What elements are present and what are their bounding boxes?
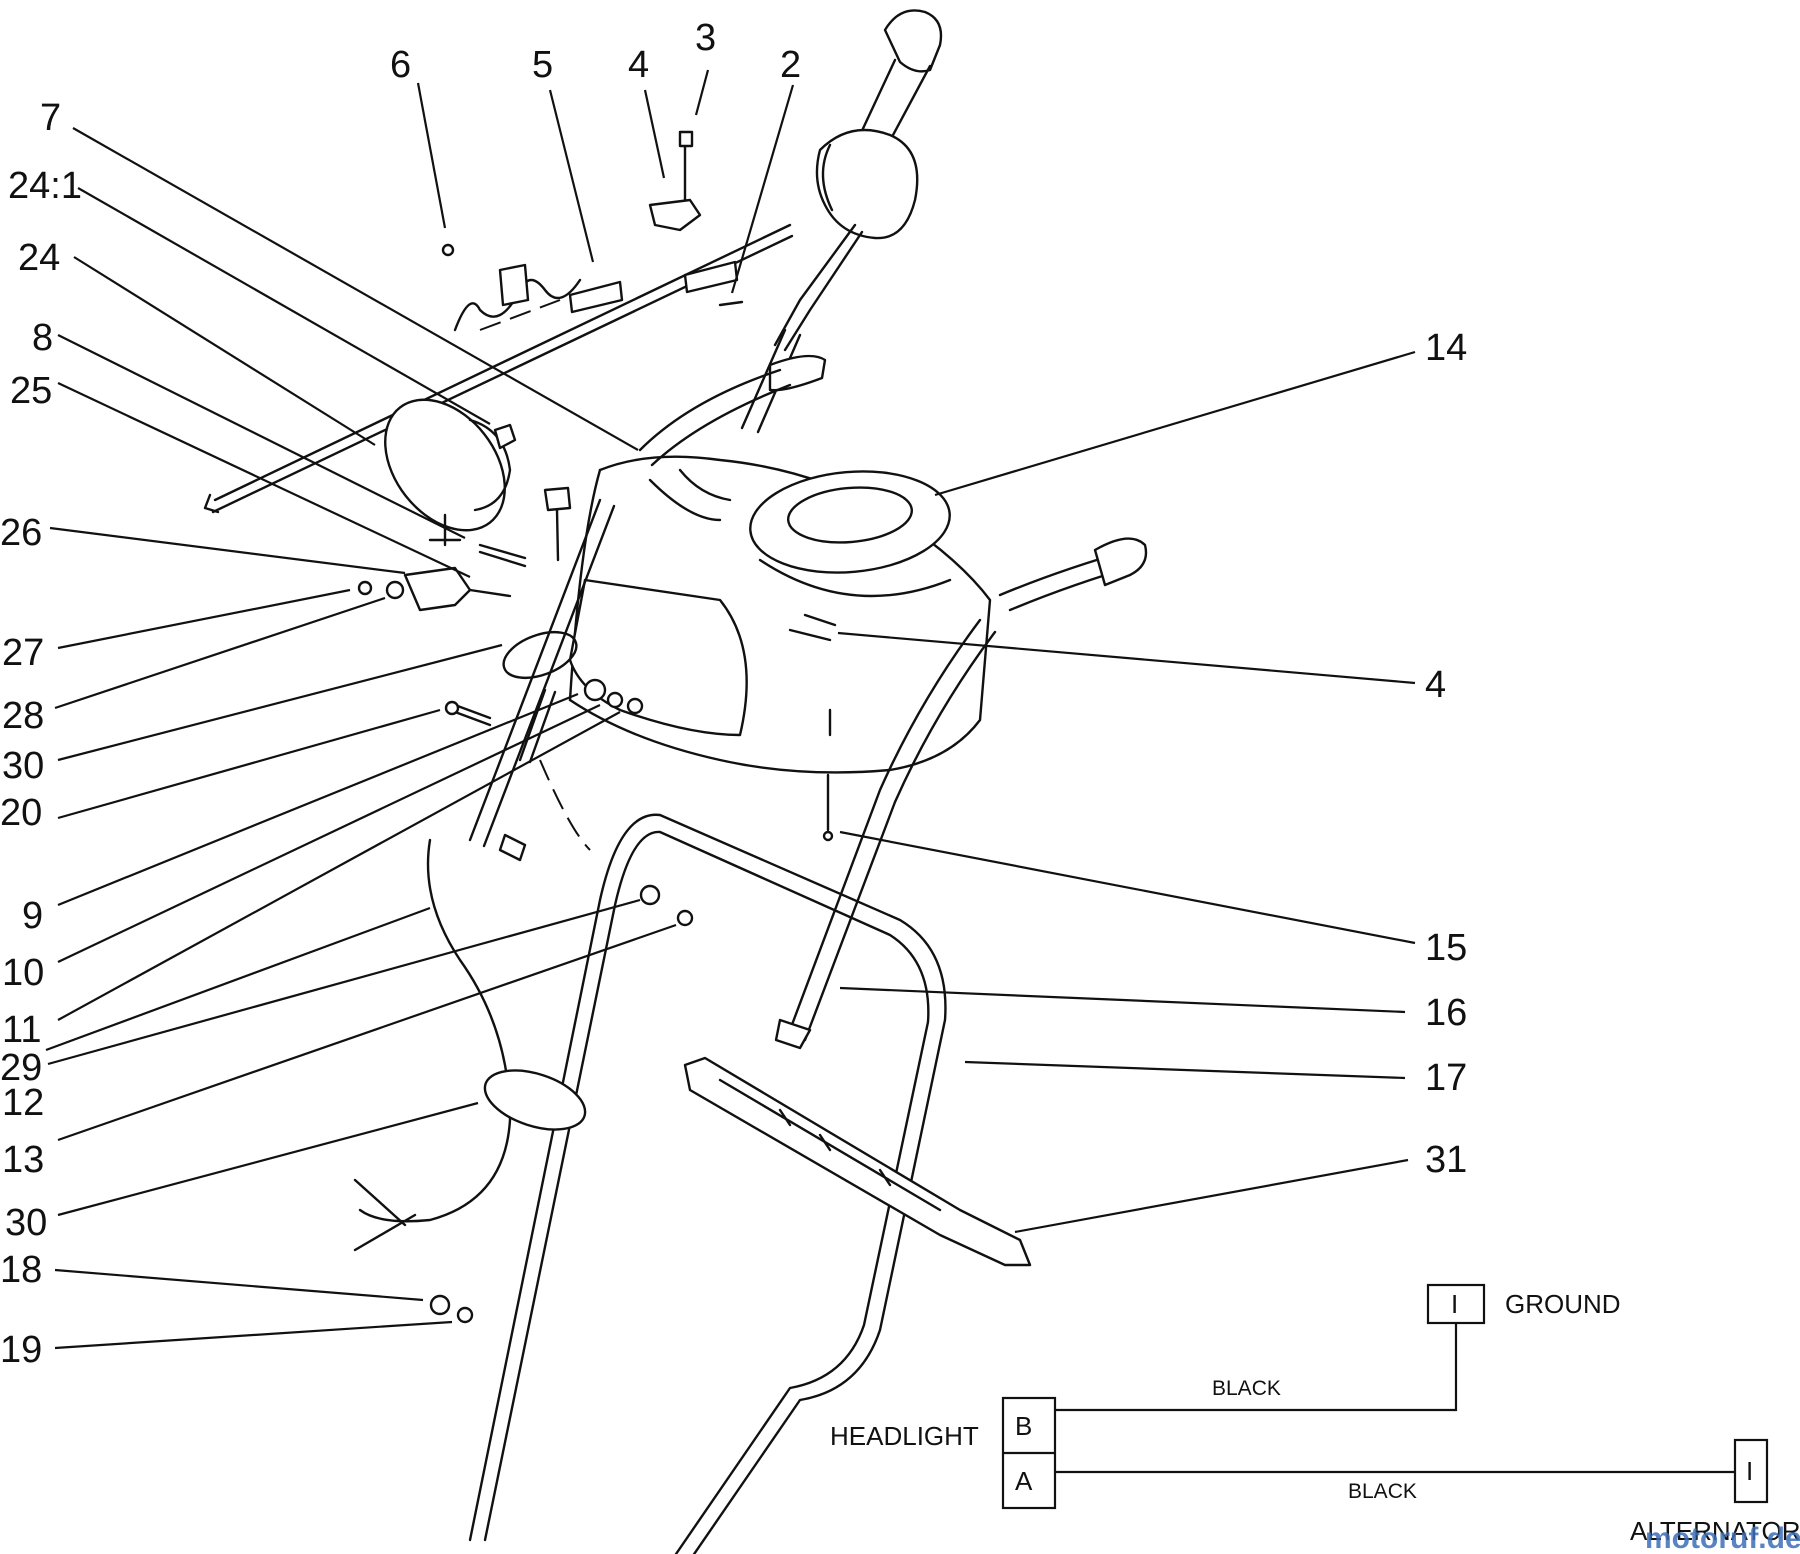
leader-3 xyxy=(694,69,710,116)
small-hardware xyxy=(429,678,834,1324)
clamp-and-screw xyxy=(648,130,702,232)
leader-12 xyxy=(47,898,641,1066)
leader-24-1 xyxy=(77,187,491,425)
wiring-harness xyxy=(353,630,587,1252)
leader-19 xyxy=(54,1320,453,1350)
leader-4b xyxy=(837,631,1416,685)
leader-31 xyxy=(1014,1158,1409,1234)
leader-9 xyxy=(57,692,579,907)
lower-handle-loop xyxy=(468,759,947,1554)
leader-15 xyxy=(839,830,1416,945)
alternator-label: ALTERNATOR xyxy=(1630,1516,1800,1546)
callout-16: 16 xyxy=(1425,992,1467,1034)
right-handle-tube xyxy=(774,537,1148,1050)
leader-4a xyxy=(643,89,666,179)
callout-18: 18 xyxy=(0,1249,42,1291)
leader-30b xyxy=(57,1101,479,1217)
callout-29: 29 xyxy=(0,1047,42,1089)
leader-16 xyxy=(839,986,1406,1014)
leader-17 xyxy=(964,1060,1406,1080)
leader-6 xyxy=(416,82,447,229)
wire-b-to-ground xyxy=(1055,1323,1458,1412)
console-dash xyxy=(568,455,992,774)
callout-20: 20 xyxy=(0,792,42,834)
leader-8 xyxy=(57,334,466,539)
leader-2 xyxy=(730,84,795,294)
terminal-a: A xyxy=(1015,1466,1033,1496)
callout-30-lower: 30 xyxy=(5,1202,47,1244)
callout-30-upper: 30 xyxy=(2,745,44,787)
callout-2: 2 xyxy=(780,44,801,86)
callout-27: 27 xyxy=(2,632,44,674)
leader-24 xyxy=(73,256,376,446)
leader-7 xyxy=(72,127,639,451)
leader-5 xyxy=(548,89,595,263)
leader-13 xyxy=(57,923,677,1142)
headlight-label: HEADLIGHT xyxy=(830,1421,979,1451)
callout-10: 10 xyxy=(2,952,44,994)
leader-14 xyxy=(934,350,1416,497)
leader-10 xyxy=(57,704,601,963)
callout-5: 5 xyxy=(532,44,553,86)
callout-4-right: 4 xyxy=(1425,664,1446,706)
wire-bottom-color: BLACK xyxy=(1348,1480,1417,1503)
leader-25 xyxy=(57,382,471,578)
callout-24-1: 24:1 xyxy=(8,165,82,207)
callout-14: 14 xyxy=(1425,327,1467,369)
leader-lines xyxy=(45,69,1416,1350)
callout-17: 17 xyxy=(1425,1057,1467,1099)
leader-27 xyxy=(57,588,351,650)
leader-26 xyxy=(49,526,406,575)
watermark: motoruf.de xyxy=(1645,1522,1800,1554)
callout-6: 6 xyxy=(390,44,411,86)
callout-7: 7 xyxy=(40,97,61,139)
callout-13: 13 xyxy=(2,1139,44,1181)
callout-numbers: 6 5 4 3 2 7 24:1 24 8 25 26 27 28 30 20 … xyxy=(0,17,1467,1371)
leader-18 xyxy=(54,1268,424,1302)
callout-15: 15 xyxy=(1425,927,1467,969)
ground-label: GROUND xyxy=(1505,1289,1621,1319)
wiring-schematic: B A HEADLIGHT I GROUND I ALTERNATOR BLAC… xyxy=(830,1283,1800,1546)
alternator-terminal-label: I xyxy=(1746,1456,1753,1486)
callout-4-top: 4 xyxy=(628,44,649,86)
terminal-b: B xyxy=(1015,1411,1032,1441)
leader-30a xyxy=(57,643,503,762)
leader-20 xyxy=(57,708,441,820)
callout-24: 24 xyxy=(18,237,60,279)
callout-25: 25 xyxy=(10,370,52,412)
callout-3: 3 xyxy=(695,17,716,59)
leader-29-to-harness xyxy=(45,906,431,1052)
leader-11 xyxy=(57,711,621,1021)
left-handle-tube xyxy=(468,368,792,862)
callout-28: 28 xyxy=(2,695,44,737)
leader-28 xyxy=(54,596,386,710)
callout-26: 26 xyxy=(0,512,42,554)
control-cable-guide xyxy=(683,1056,1032,1267)
ground-terminal xyxy=(1426,1283,1486,1325)
wire-top-color: BLACK xyxy=(1212,1377,1281,1400)
ground-terminal-label: I xyxy=(1451,1289,1458,1319)
headlight xyxy=(384,398,517,547)
headlight-hardware xyxy=(357,486,572,612)
control-lever xyxy=(740,9,943,434)
callout-11: 11 xyxy=(2,1009,41,1051)
alternator-terminal xyxy=(1733,1438,1769,1504)
callout-12: 12 xyxy=(2,1082,44,1124)
parts-drawing xyxy=(203,9,1148,1554)
callout-9: 9 xyxy=(22,895,43,937)
callout-19: 19 xyxy=(0,1329,42,1371)
callout-31: 31 xyxy=(1425,1139,1467,1181)
headlight-bracket-rod xyxy=(203,223,794,514)
callout-8: 8 xyxy=(32,317,53,359)
